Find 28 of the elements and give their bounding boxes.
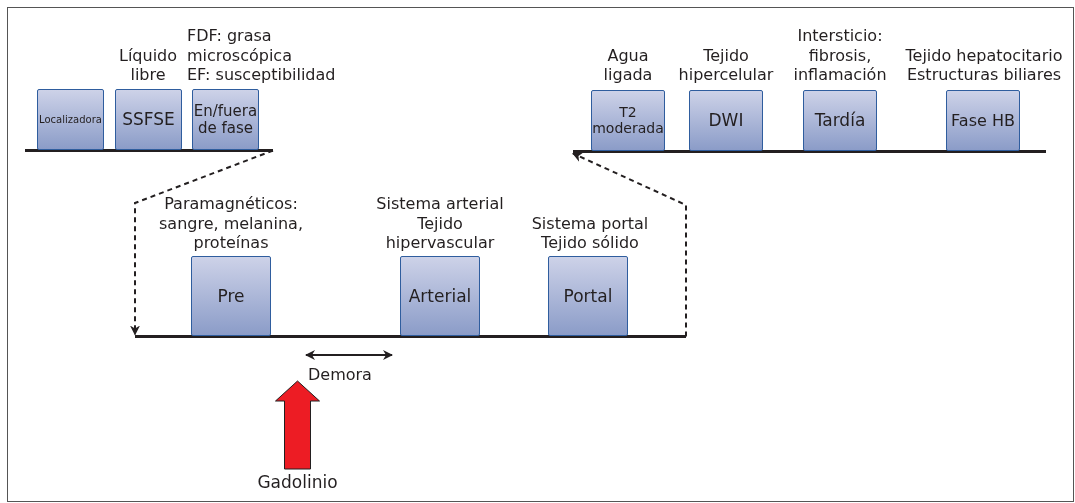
sequence-caption: Estructuras biliares (905, 64, 1063, 84)
sequence-caption: Tejido hipercelular (677, 45, 775, 84)
sequence-box: SSFSE (115, 89, 182, 150)
dashed-arrow (572, 152, 687, 338)
sequence-box: Fase HB (946, 90, 1020, 151)
sequence-caption: Sistema portal (530, 213, 650, 233)
sequence-caption: Sistema arterial (375, 194, 505, 214)
sequence-box: Arterial (400, 256, 480, 336)
sequence-caption: Tejido hepatocitario (904, 45, 1064, 65)
sequence-caption: Tejido sólido (540, 232, 640, 252)
sequence-box: Portal (548, 256, 628, 336)
sequence-box: Tardía (803, 90, 877, 151)
sequence-box: En/fuera de fase (192, 89, 259, 150)
sequence-caption: Intersticio: fibrosis, inflamación (792, 26, 888, 84)
delay-label: Demora (308, 365, 372, 384)
sequence-caption: Líquido libre (117, 45, 178, 84)
sequence-box: Localizadora (37, 89, 104, 150)
sequence-caption: Paramagnéticos: sangre, melanina, proteínas (158, 194, 304, 252)
block-arrow (275, 380, 320, 470)
contrast-label: Gadolinio (240, 472, 355, 496)
sequence-caption: Tejido hipervascular (384, 213, 496, 252)
dashed-arrow (130, 149, 274, 336)
sequence-caption: EF: susceptibilidad (187, 64, 337, 84)
sequence-caption: Agua ligada (602, 45, 654, 84)
sequence-box: T2 moderada (591, 90, 665, 151)
sequence-box: Pre (191, 256, 271, 336)
sequence-caption: FDF: grasa microscópica (187, 26, 293, 65)
sequence-box: DWI (689, 90, 763, 151)
